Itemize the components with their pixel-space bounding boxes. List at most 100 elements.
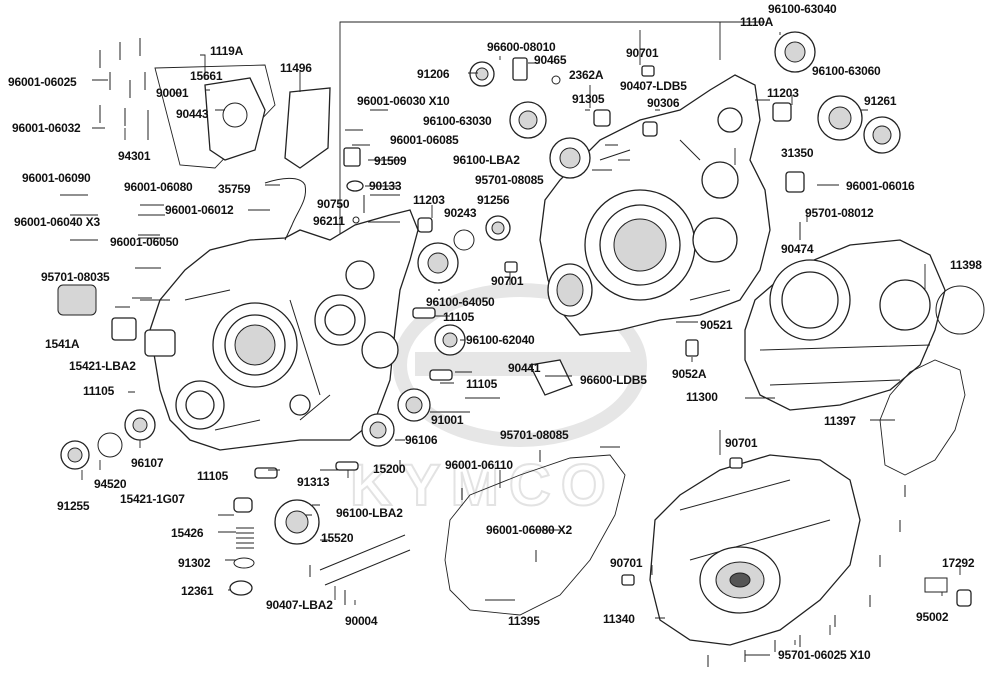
label-1541A: 1541A xyxy=(45,337,80,351)
seal-91255 xyxy=(60,440,90,470)
bearing-96100-lba2-lower xyxy=(274,499,320,545)
leader-lines xyxy=(81,30,961,656)
label-96001-06090: 96001-06090 xyxy=(22,171,91,185)
bushing-11203 xyxy=(417,217,433,233)
cover-1541a xyxy=(57,284,97,316)
label-95002: 95002 xyxy=(916,610,949,624)
label-90701-mid: 90701 xyxy=(491,274,524,288)
label-91206: 91206 xyxy=(417,67,450,81)
label-90133: 90133 xyxy=(369,179,402,193)
bearing-96100-62040 xyxy=(434,324,466,356)
pins-90004 xyxy=(309,565,346,605)
label-95701-08035: 95701-08035 xyxy=(41,270,110,284)
label-95701-06025-X10: 95701-06025 X10 xyxy=(778,648,871,662)
hose-35759 xyxy=(264,177,307,241)
label-91305: 91305 xyxy=(572,92,605,106)
bearing-91261 xyxy=(863,116,901,154)
bearing-96100-64050 xyxy=(417,242,459,284)
right-crankcase xyxy=(539,74,771,336)
bearing-96100-lba2 xyxy=(549,137,591,179)
label-90701-bottom: 90701 xyxy=(610,556,643,570)
bushing-15421-lba2 xyxy=(111,317,137,341)
crankcase-cover xyxy=(744,239,946,411)
seal-91206 xyxy=(469,61,495,87)
label-11300: 11300 xyxy=(686,390,718,404)
label-11105-c: 11105 xyxy=(83,384,115,398)
label-96100-63040: 96100-63040 xyxy=(768,2,837,16)
label-11105-b: 11105 xyxy=(466,377,498,391)
circlip-90243 xyxy=(453,229,475,251)
label-94301: 94301 xyxy=(118,149,151,163)
label-1119A: 1119A xyxy=(210,44,244,58)
label-96100-LBA2-top: 96100-LBA2 xyxy=(453,153,520,167)
label-91261: 91261 xyxy=(864,94,897,108)
label-96100-63060: 96100-63060 xyxy=(812,64,881,78)
label-11105-d: 11105 xyxy=(197,469,229,483)
washer-90465 xyxy=(551,75,561,85)
plate-90441 xyxy=(529,359,573,396)
label-90465: 90465 xyxy=(534,53,567,67)
washer-90133 xyxy=(346,180,364,192)
label-96001-06030-X10: 96001-06030 X10 xyxy=(357,94,450,108)
label-95701-08085-top: 95701-08085 xyxy=(475,173,544,187)
label-96001-06050: 96001-06050 xyxy=(110,235,179,249)
label-96001-06110: 96001-06110 xyxy=(445,458,513,472)
label-11397: 11397 xyxy=(824,414,856,428)
label-90243: 90243 xyxy=(444,206,477,220)
kymco-watermark-logo: KYMCO xyxy=(349,283,647,519)
dowel-pins xyxy=(254,65,972,607)
label-96600-LDB5: 96600-LDB5 xyxy=(580,373,647,387)
label-15520: 15520 xyxy=(321,531,354,545)
bolt-90407-ldb5 xyxy=(593,109,611,127)
label-90001: 90001 xyxy=(156,86,189,100)
label-90701-right: 90701 xyxy=(725,436,758,450)
label-90407-LBA2: 90407-LBA2 xyxy=(266,598,333,612)
gasket-11397 xyxy=(879,359,966,476)
filter-91509 xyxy=(343,147,361,167)
label-11203-top: 11203 xyxy=(767,86,799,100)
plug-15421-1g07 xyxy=(233,497,253,513)
label-90701-top: 90701 xyxy=(626,46,659,60)
oring-91302 xyxy=(233,557,255,569)
label-11340: 11340 xyxy=(603,612,635,626)
plug-9052a xyxy=(685,339,699,357)
cap-12361 xyxy=(229,580,253,596)
clip-95002 xyxy=(924,577,948,593)
label-96211: 96211 xyxy=(313,214,345,228)
strainer-15426 xyxy=(236,527,254,549)
bearing-96100-63060 xyxy=(817,95,863,141)
label-90407-LDB5: 90407-LDB5 xyxy=(620,79,687,93)
label-96001-06080-X2: 96001-06080 X2 xyxy=(486,523,572,537)
cap-90306 xyxy=(642,121,658,137)
bearing-96107 xyxy=(124,409,156,441)
gasket-11496 xyxy=(284,87,331,169)
label-9052A: 9052A xyxy=(672,367,707,381)
label-91001: 91001 xyxy=(431,413,464,427)
label-2362A: 2362A xyxy=(569,68,604,82)
sensor-31350 xyxy=(785,171,805,193)
label-96106: 96106 xyxy=(405,433,438,447)
label-96001-06080: 96001-06080 xyxy=(124,180,193,194)
label-90306: 90306 xyxy=(647,96,680,110)
label-91256: 91256 xyxy=(477,193,510,207)
label-96001-06032: 96001-06032 xyxy=(12,121,81,135)
watermark-text: KYMCO xyxy=(350,453,616,518)
label-96100-64050: 96100-64050 xyxy=(426,295,495,309)
label-95701-08085: 95701-08085 xyxy=(500,428,569,442)
gasket-11395 xyxy=(444,454,626,616)
label-96001-06085: 96001-06085 xyxy=(390,133,459,147)
label-11496: 11496 xyxy=(280,61,312,75)
label-1110A: 1110A xyxy=(740,15,774,29)
label-31350: 31350 xyxy=(781,146,814,160)
bushing-11203-top xyxy=(772,102,792,122)
label-90474: 90474 xyxy=(781,242,814,256)
label-90441: 90441 xyxy=(508,361,541,375)
label-94520: 94520 xyxy=(94,477,127,491)
label-11398: 11398 xyxy=(950,258,982,272)
bearing-96100-63030 xyxy=(509,101,547,139)
label-15661: 15661 xyxy=(190,69,223,83)
outer-cover xyxy=(649,454,861,646)
label-91509: 91509 xyxy=(374,154,407,168)
